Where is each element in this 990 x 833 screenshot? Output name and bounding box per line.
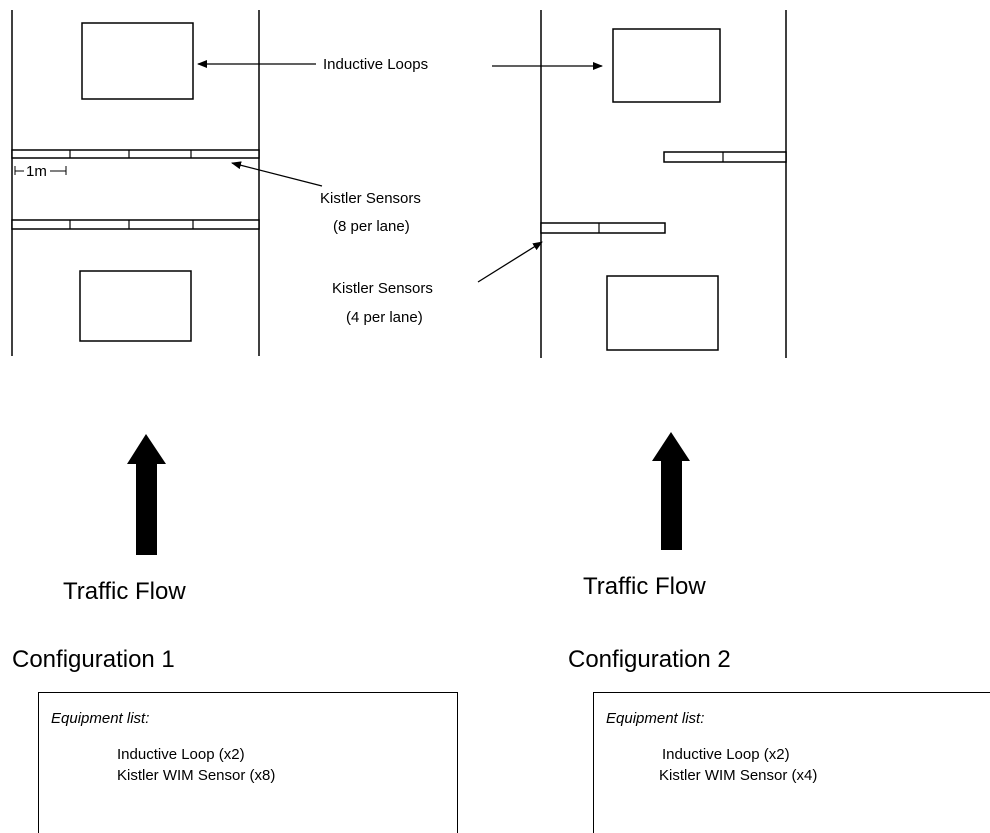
config2-inductive-loop-bottom: [606, 275, 719, 351]
equipment-item: Inductive Loop (x2): [117, 746, 245, 763]
config1-equipment-list: Equipment list: Inductive Loop (x2) Kist…: [38, 692, 458, 833]
config2-kistler-sensor-row-left: [540, 222, 666, 234]
kistler-8-label-line2: (8 per lane): [333, 218, 410, 235]
one-meter-label: 1m: [26, 163, 47, 180]
config1-traffic-arrow-icon: [127, 434, 166, 555]
config1-inductive-loop-bottom: [79, 270, 192, 342]
config1-lane: 1m: [11, 10, 260, 356]
equipment-list-title: Equipment list:: [51, 710, 150, 727]
kistler-4-label-line1: Kistler Sensors: [332, 280, 433, 297]
equipment-item: Kistler WIM Sensor (x8): [117, 767, 276, 784]
equipment-item: Inductive Loop (x2): [662, 746, 790, 763]
config2-traffic-flow-label: Traffic Flow: [583, 573, 706, 600]
config2-traffic-arrow-icon: [652, 432, 690, 550]
config1-inductive-loop-top: [81, 22, 194, 100]
kistler-8-callout: Kistler Sensors (8 per lane): [231, 161, 421, 235]
config2-title: Configuration 2: [568, 646, 731, 673]
config1-traffic-flow-label: Traffic Flow: [63, 578, 186, 605]
equipment-item: Kistler WIM Sensor (x4): [659, 767, 818, 784]
config2-lane: [540, 10, 787, 358]
config2-equipment-list: Equipment list: Inductive Loop (x2) Kist…: [593, 692, 990, 833]
config1-title: Configuration 1: [12, 646, 175, 673]
kistler-4-label-line2: (4 per lane): [346, 309, 423, 326]
config2-inductive-loop-top: [612, 28, 721, 103]
equipment-list-title: Equipment list:: [606, 710, 705, 727]
config1-kistler-sensor-row-bottom: [11, 219, 260, 230]
arrow-pointer-icon: [231, 161, 323, 187]
config2-kistler-sensor-row-right: [663, 151, 787, 163]
inductive-loops-label: Inductive Loops: [323, 56, 428, 73]
kistler-4-callout: Kistler Sensors (4 per lane): [332, 241, 543, 326]
arrow-pointer-icon: [477, 241, 543, 283]
kistler-8-label-line1: Kistler Sensors: [320, 190, 421, 207]
one-meter-dimension: 1m: [14, 163, 67, 180]
config1-kistler-sensor-row-top: [11, 149, 260, 159]
inductive-loops-callout: Inductive Loops: [197, 56, 603, 73]
